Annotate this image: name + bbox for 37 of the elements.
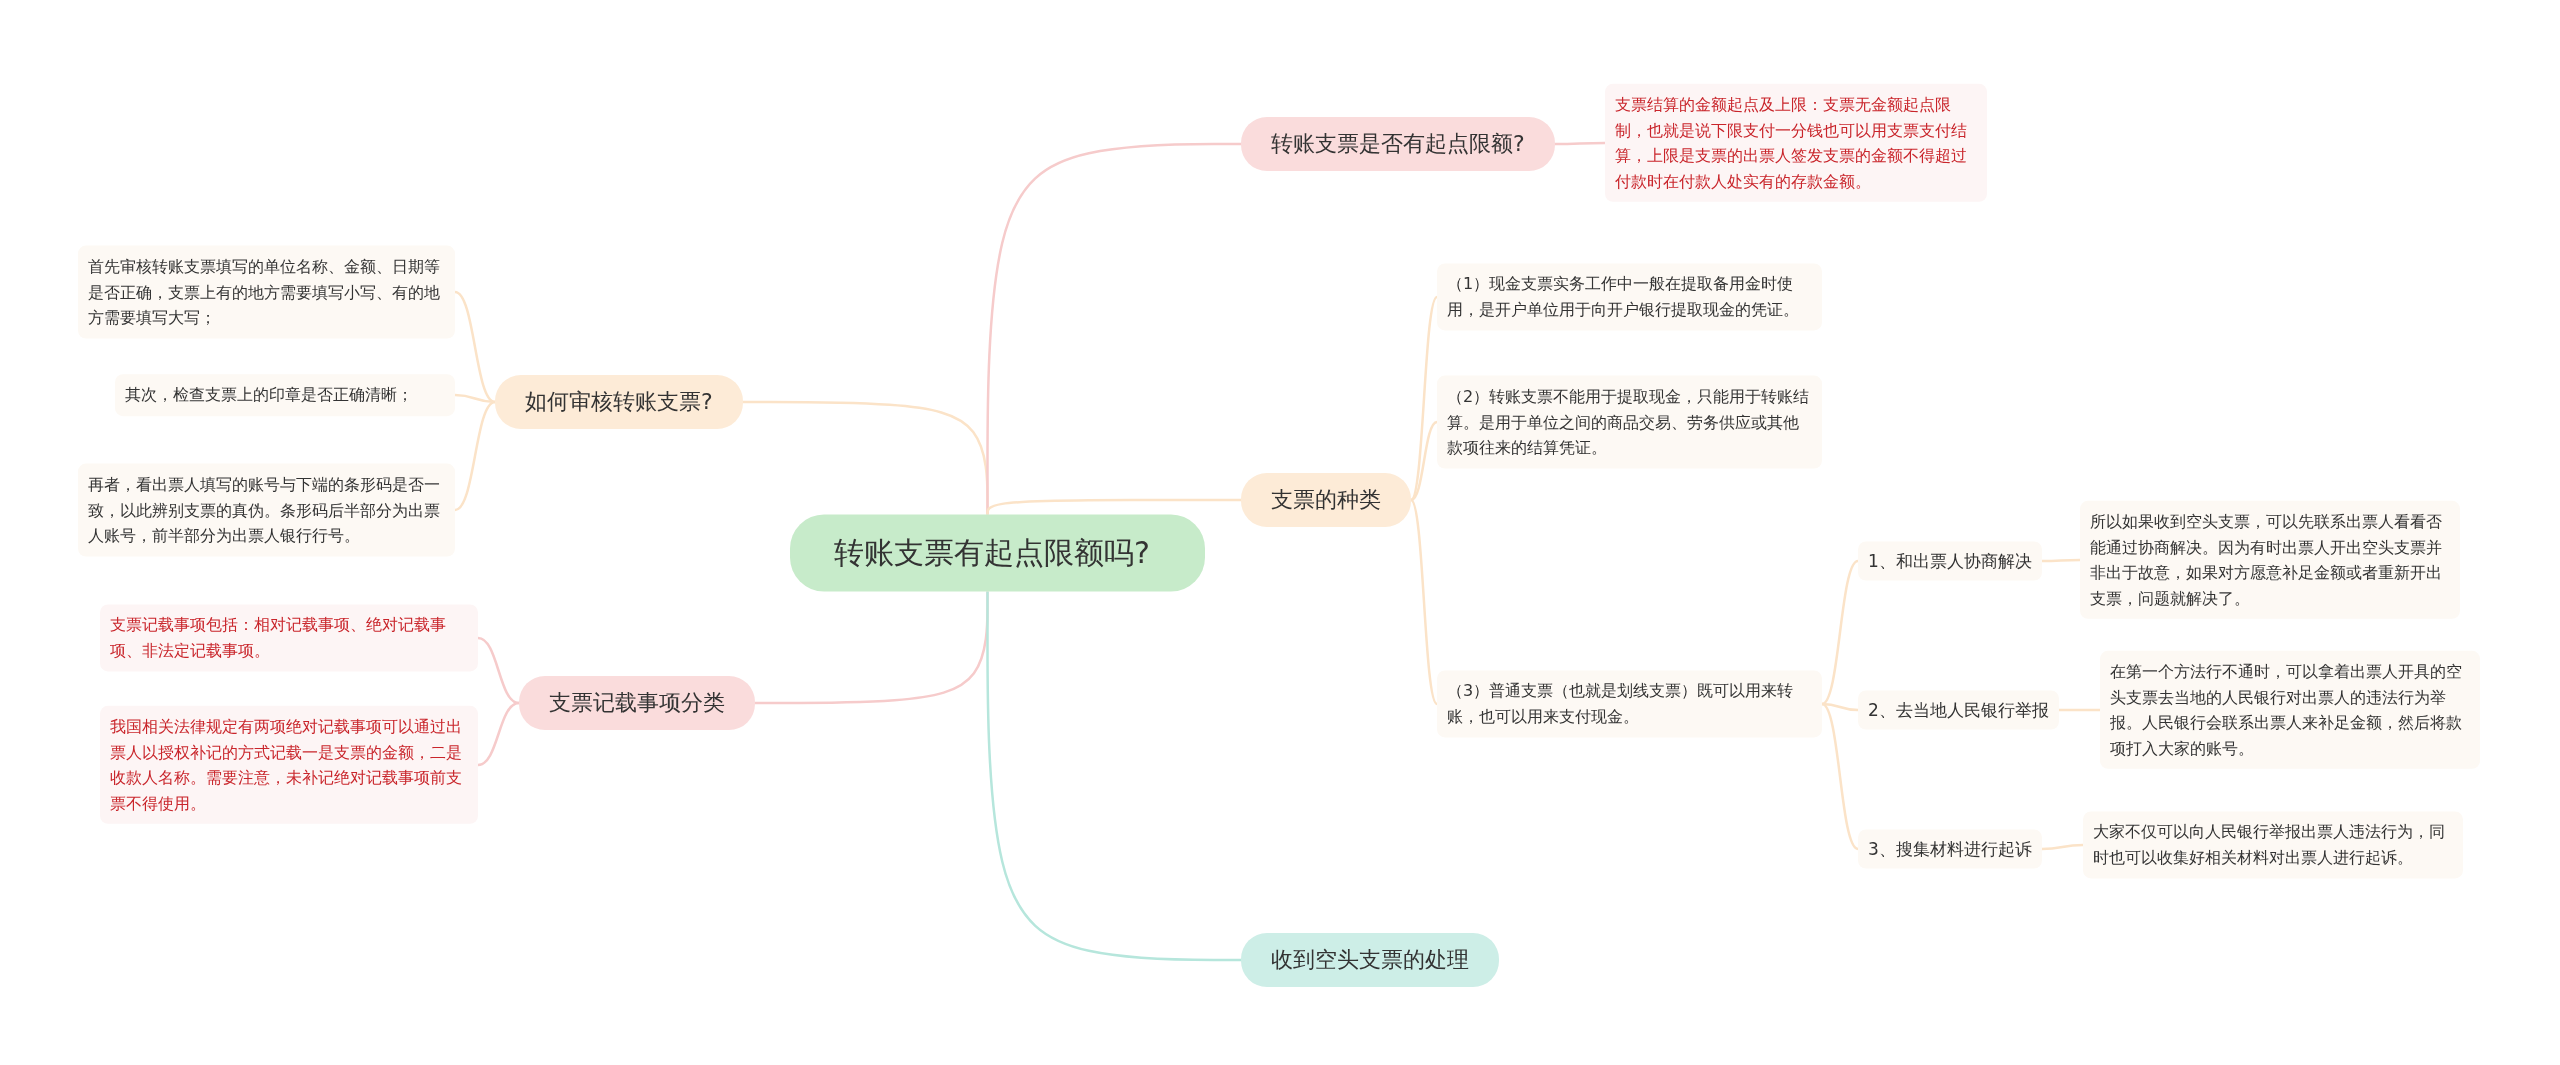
topic-pill: 收到空头支票的处理	[1241, 933, 1499, 987]
branch-connector	[1821, 559, 1859, 706]
branch-connector	[1821, 702, 1859, 851]
branch-connector	[1410, 420, 1438, 502]
branch-connector	[1410, 499, 1438, 705]
note-card: 我国相关法律规定有两项绝对记载事项可以通过出票人以授权补记的方式记载一是支票的金额，二是收款人名称。需要注意，未补记绝对记载事项前支票不得使用。	[100, 705, 478, 825]
branch-connector	[1410, 296, 1438, 501]
branch-connector	[2041, 843, 2084, 851]
topic-pill: 支票的种类	[1241, 473, 1411, 527]
branch-connector	[477, 701, 520, 767]
branch-connector	[1554, 141, 1605, 146]
note-card: 支票记载事项包括：相对记载事项、绝对记载事项、非法定记载事项。	[100, 604, 478, 672]
topic-pill: 如何审核转账支票?	[495, 375, 743, 429]
branch-connector	[454, 290, 496, 404]
branch-connector	[477, 636, 520, 705]
note-card: （3）普通支票（也就是划线支票）既可以用来转账，也可以用来支付现金。	[1437, 670, 1822, 738]
topic-pill: 支票记载事项分类	[519, 676, 755, 730]
subtopic-label: 2、去当地人民银行举报	[1858, 690, 2059, 730]
branch-connector	[454, 400, 496, 512]
topic-pill: 转账支票是否有起点限额?	[1241, 117, 1555, 171]
branch-connector	[986, 498, 1241, 515]
note-card: 在第一个方法行不通时，可以拿着出票人开具的空头支票去当地的人民银行对出票人的违法行为举报。人民银行会联系出票人来补足金额，然后将款项打入大家的账号。	[2100, 650, 2480, 770]
note-card: 所以如果收到空头支票，可以先联系出票人看看否能通过协商解决。因为有时出票人开出空头支票并非出于故意，如果对方愿意补足金额或者重新开出支票，问题就解决了。	[2080, 500, 2460, 620]
branch-connector	[2058, 708, 2100, 712]
subtopic-label: 1、和出票人协商解决	[1858, 541, 2042, 581]
central-topic: 转账支票有起点限额吗?	[790, 514, 1205, 592]
note-card: 再者，看出票人填写的账号与下端的条形码是否一致，以此辨别支票的真伪。条形码后半部分为出票人账号，前半部分为出票人银行行号。	[78, 463, 455, 557]
note-card: 首先审核转账支票填写的单位名称、金额、日期等是否正确，支票上有的地方需要填写小写、有的地方需要填写大写；	[78, 245, 455, 339]
note-card: （2）转账支票不能用于提取现金，只能用于转账结算。是用于单位之间的商品交易、劳务供应或其他款项往来的结算凭证。	[1437, 375, 1822, 469]
branch-connector	[2041, 558, 2080, 563]
note-card: 其次，检查支票上的印章是否正确清晰；	[115, 374, 455, 416]
subtopic-label: 3、搜集材料进行起诉	[1858, 829, 2042, 869]
note-card: 支票结算的金额起点及上限：支票无金额起点限制，也就是说下限支付一分钱也可以用支票支付结算，上限是支票的出票人签发支票的金额不得超过付款时在付款人处实有的存款金额。	[1605, 83, 1987, 203]
note-card: （1）现金支票实务工作中一般在提取备用金时使用，是开户单位用于向开户银行提取现金的凭证。	[1437, 263, 1822, 331]
branch-connector	[986, 591, 1241, 962]
branch-connector	[1821, 702, 1859, 712]
note-card: 大家不仅可以向人民银行举报出票人违法行为，同时也可以收集好相关材料对出票人进行起诉。	[2083, 811, 2463, 879]
